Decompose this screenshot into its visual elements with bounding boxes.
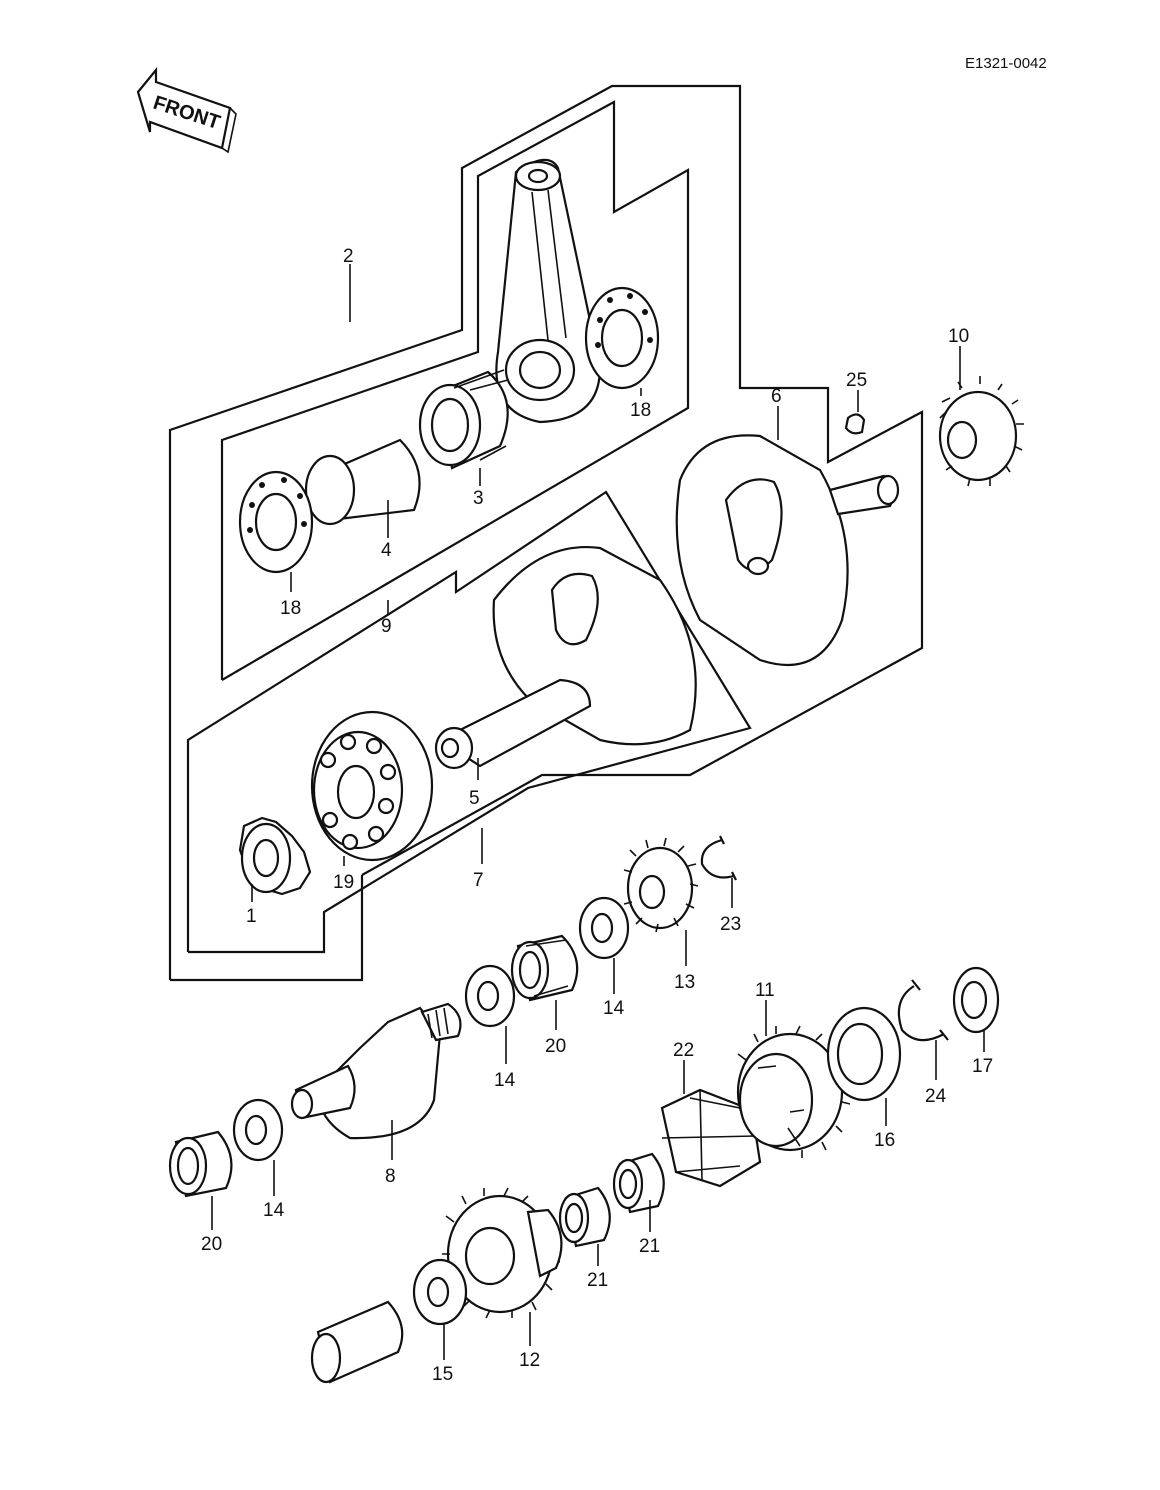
diagram-code: E1321-0042: [965, 55, 1047, 72]
needle-bearing-21-a: [558, 1186, 611, 1248]
callout-2: 2: [343, 246, 354, 267]
callout-14-mid: 14: [494, 1070, 516, 1091]
callout-9: 9: [381, 616, 392, 637]
crank-half-right: [675, 434, 900, 667]
callout-23: 23: [720, 914, 741, 935]
washer-14-low: [232, 1098, 284, 1162]
thrust-washer-upper: [584, 286, 660, 390]
balancer-shaft: [290, 1002, 462, 1140]
callout-4: 4: [381, 540, 392, 561]
callout-8: 8: [385, 1166, 396, 1187]
connecting-rod: [495, 158, 602, 424]
woodruff-key: [844, 413, 866, 435]
callout-24: 24: [925, 1086, 947, 1107]
callout-18-lower: 18: [280, 598, 301, 619]
callout-18-upper: 18: [630, 400, 651, 421]
crank-ball-bearing: [310, 710, 434, 862]
callout-5: 5: [469, 788, 480, 809]
callout-14-top: 14: [603, 998, 625, 1019]
balancer-gear-shaft: [310, 1300, 404, 1384]
callout-21-a: 21: [639, 1236, 660, 1257]
washer-14-top: [578, 896, 630, 960]
crank-half-left: [434, 546, 697, 770]
callout-25: 25: [846, 370, 867, 391]
needle-bearing-21-b: [612, 1152, 665, 1214]
callout-21-b: 21: [587, 1270, 608, 1291]
callout-6: 6: [771, 386, 782, 407]
callout-10: 10: [948, 326, 969, 347]
thrust-washer-lower: [238, 470, 314, 574]
needle-bearing-20-upper: [510, 934, 579, 1002]
balancer-drive-gear: [623, 837, 699, 933]
front-arrow-icon: FRONT: [136, 66, 237, 154]
crank-gear-small: [938, 376, 1024, 487]
circlip-lower: [897, 979, 949, 1042]
callout-13: 13: [674, 972, 695, 993]
crank-pin: [304, 438, 421, 526]
assembly-outline-connecting-rod: [220, 100, 690, 681]
leader-lines: [211, 264, 985, 1360]
washer-15: [412, 1258, 468, 1326]
callout-12: 12: [519, 1350, 540, 1371]
crank-pin-bearing: [418, 369, 509, 470]
callout-7: 7: [473, 870, 484, 891]
damper-rubber: [660, 1088, 762, 1188]
washer-17: [952, 966, 1000, 1034]
callout-3: 3: [473, 488, 484, 509]
callout-20-lower: 20: [201, 1234, 222, 1255]
callout-labels: 2 3 4 5 6 7 8 9 10 11 12 13 14 14 14 15 …: [201, 246, 993, 1385]
balancer-gear: [442, 1187, 563, 1319]
primary-sprocket: [238, 816, 312, 896]
front-arrow-label: FRONT: [150, 92, 222, 134]
washer-14-mid: [464, 964, 516, 1028]
callout-20-upper: 20: [545, 1036, 566, 1057]
callout-22: 22: [673, 1040, 694, 1061]
washer-16: [826, 1006, 902, 1102]
callout-16: 16: [874, 1130, 895, 1151]
callout-15: 15: [432, 1364, 453, 1385]
assembly-outline-crankshaft: [168, 84, 924, 982]
callout-11: 11: [755, 980, 775, 1001]
callout-19: 19: [333, 872, 354, 893]
callout-17: 17: [972, 1056, 993, 1077]
callout-14-low: 14: [263, 1200, 285, 1221]
circlip-upper: [700, 835, 737, 881]
balancer-driven-gear: [736, 1025, 851, 1158]
needle-bearing-20-lower: [168, 1130, 233, 1198]
callout-1: 1: [246, 906, 257, 927]
